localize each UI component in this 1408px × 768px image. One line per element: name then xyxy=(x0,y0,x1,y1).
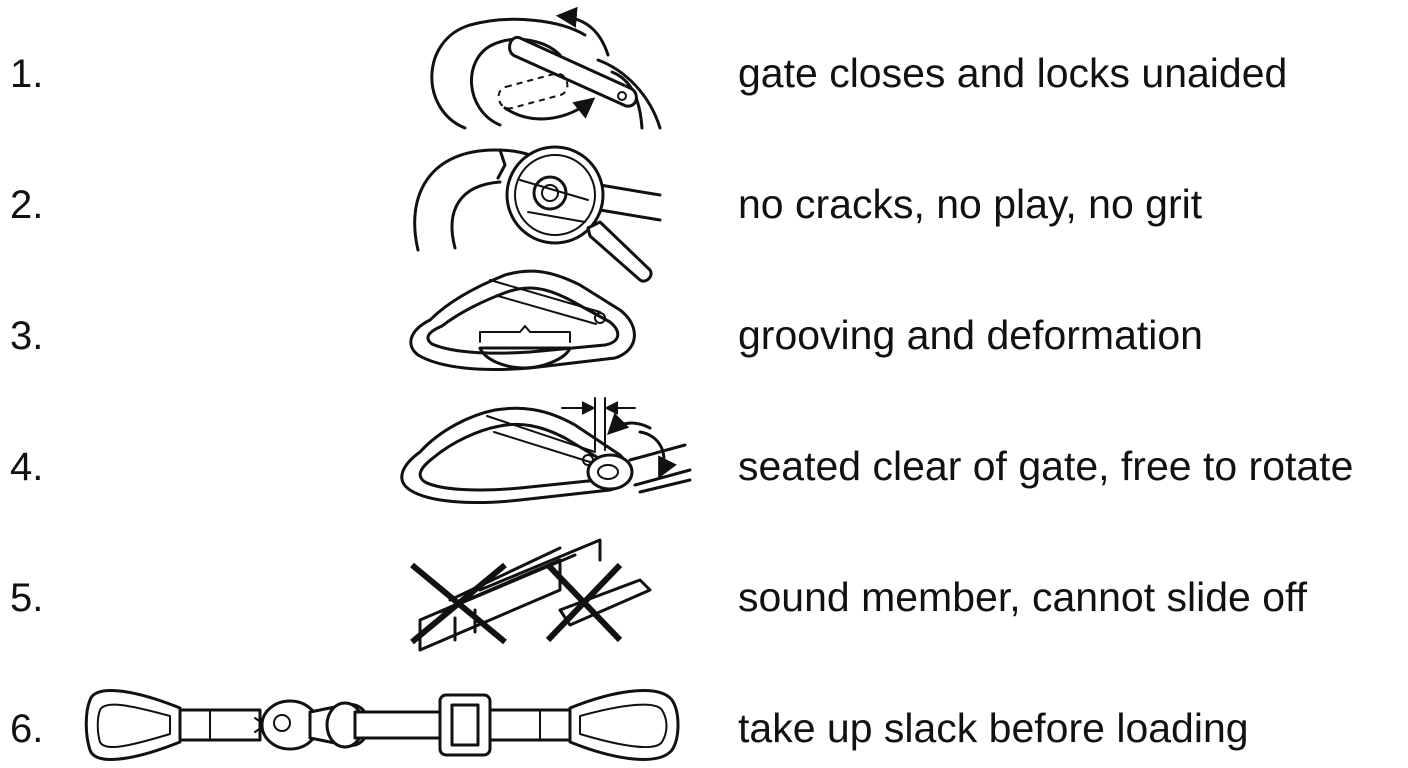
step-4-text: seated clear of gate, free to rotate xyxy=(738,443,1354,489)
lanyard-slack-icon xyxy=(86,691,678,760)
step-3-text: grooving and deformation xyxy=(738,312,1203,358)
step-2-text: no cracks, no play, no grit xyxy=(738,181,1203,227)
carabiner-rotate-icon xyxy=(402,398,690,503)
carabiner-wear-icon xyxy=(411,271,635,369)
step-2-number: 2. xyxy=(10,183,44,227)
step-5-number: 5. xyxy=(10,576,44,620)
beam-x-icon xyxy=(412,540,650,650)
step-1-text: gate closes and locks unaided xyxy=(738,50,1288,96)
step-6-text: take up slack before loading xyxy=(738,705,1249,751)
x-mark-left-b xyxy=(412,565,505,642)
x-mark-right-b xyxy=(548,565,620,640)
step-6-number: 6. xyxy=(10,707,44,751)
gate-lock-icon xyxy=(432,6,660,128)
magnifier-inspection-icon xyxy=(415,147,660,281)
step-1-number: 1. xyxy=(10,52,44,96)
step-5-text: sound member, cannot slide off xyxy=(738,574,1308,620)
step-4-number: 4. xyxy=(10,445,44,489)
step-3-number: 3. xyxy=(10,314,44,358)
